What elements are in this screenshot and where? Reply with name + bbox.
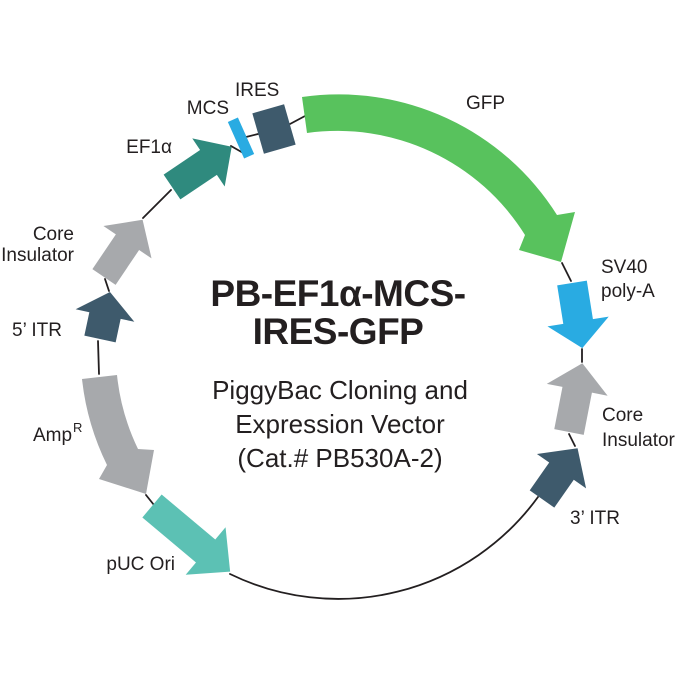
ires-label: IRES bbox=[235, 80, 279, 101]
itr3-arrow bbox=[529, 448, 587, 508]
sv40-polya-label-line2: poly-A bbox=[601, 281, 655, 302]
gfp-label: GFP bbox=[466, 93, 505, 114]
ef1a-label: EF1α bbox=[126, 137, 172, 158]
core-insulator-right-arrow bbox=[546, 363, 608, 435]
backbone-arc bbox=[229, 496, 539, 600]
amp-label: Amp bbox=[33, 425, 72, 446]
puc-ori-label: pUC Ori bbox=[106, 554, 175, 575]
core-insulator-left-label-line1: Core bbox=[33, 224, 74, 245]
backbone-connector-lines bbox=[97, 115, 583, 506]
mcs-label: MCS bbox=[187, 98, 229, 119]
vector-subtitle-line3: (Cat.# PB530A-2) bbox=[237, 443, 442, 473]
vector-subtitle-line2: Expression Vector bbox=[235, 409, 445, 439]
sv40-polya-label-line1: SV40 bbox=[601, 257, 647, 278]
itr5-arrow bbox=[75, 292, 135, 343]
gfp-arrow bbox=[302, 94, 575, 262]
core-insulator-left-label-line2: Insulator bbox=[1, 245, 75, 266]
center-title-block: PB-EF1α-MCS- IRES-GFP PiggyBac Cloning a… bbox=[210, 273, 468, 473]
feature-labels: EF1α MCS IRES GFP SV40 poly-A Core Insul… bbox=[1, 80, 675, 575]
ires-block bbox=[252, 104, 296, 154]
vector-title-line1: PB-EF1α-MCS- bbox=[210, 273, 465, 314]
sv40-polya-arrow bbox=[547, 280, 609, 349]
puc-ori-arrow bbox=[142, 494, 231, 575]
itr3-label: 3’ ITR bbox=[570, 508, 620, 529]
vector-subtitle-line1: PiggyBac Cloning and bbox=[212, 375, 468, 405]
ef1a-promoter-arrow bbox=[163, 138, 232, 200]
core-insulator-right-label-line1: Core bbox=[602, 405, 643, 426]
core-insulator-left-arrow bbox=[92, 219, 152, 285]
amp-label-superscript: R bbox=[73, 420, 82, 435]
core-insulator-right-label-line2: Insulator bbox=[602, 430, 675, 451]
amp-resistance-arrow bbox=[82, 375, 154, 494]
itr5-label: 5’ ITR bbox=[12, 320, 62, 341]
vector-title-line2: IRES-GFP bbox=[253, 311, 424, 352]
mcs-site-tick bbox=[227, 117, 255, 159]
backbone-group bbox=[97, 115, 583, 600]
